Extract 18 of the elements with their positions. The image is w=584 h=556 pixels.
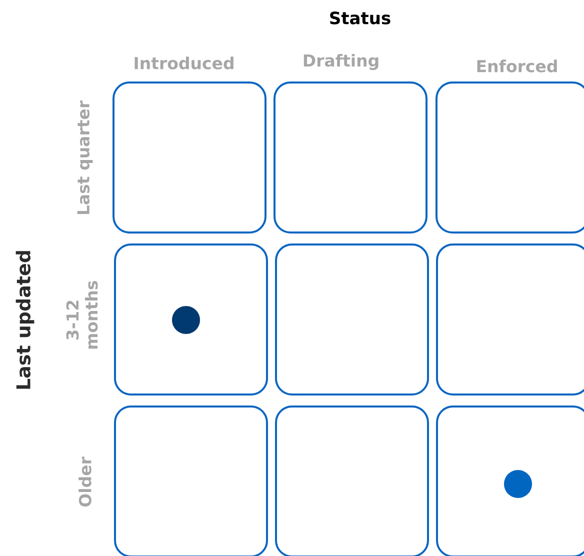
grid-cell [274,82,428,234]
grid-cell [436,243,584,396]
category-label: Drafting [304,54,378,70]
dot [504,470,532,498]
grid-cell [114,243,268,396]
grid-cell [114,405,268,556]
grid-cell [436,82,584,234]
grid-cell [112,82,266,234]
category-label: 3-12 months [66,281,98,349]
grid-cell [275,405,429,556]
grid-cell [275,243,429,396]
dot [172,306,200,334]
category-label: Older [78,456,92,507]
axis-title: Status [330,12,390,24]
category-label: Introduced [134,56,234,70]
grid-cell [436,405,584,556]
category-label: Last quarter [77,100,93,214]
axis-title: Last updated [16,251,34,389]
